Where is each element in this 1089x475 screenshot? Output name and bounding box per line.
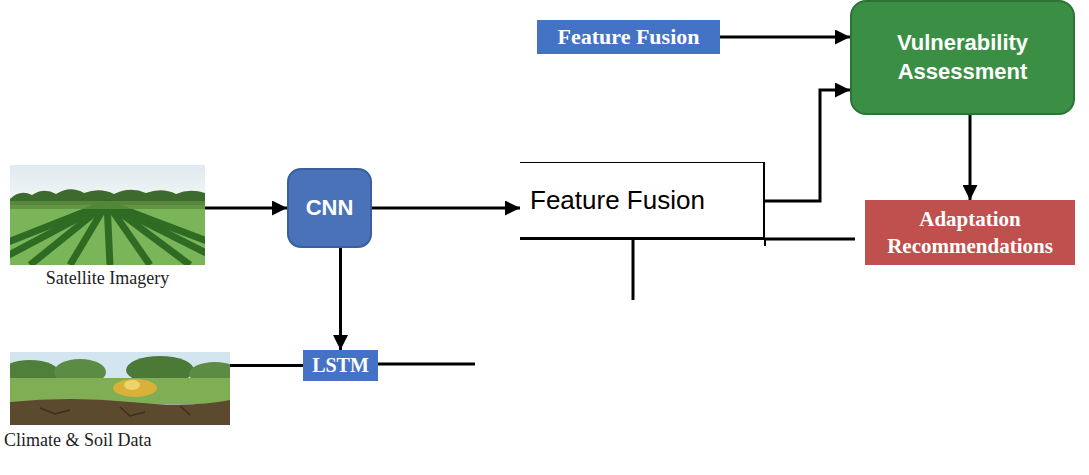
field-illustration: [10, 165, 205, 265]
node-label: LSTM: [312, 354, 369, 377]
fusion-band: Feature Fusion: [520, 162, 765, 240]
crop-patch: [124, 380, 140, 390]
arrow-connector: [205, 207, 287, 210]
tree-line: [10, 189, 205, 209]
image-node: Satellite Imagery: [10, 165, 205, 265]
node-label: Feature Fusion: [558, 24, 700, 50]
image-node: Climate & Soil Data: [10, 352, 230, 425]
field-horizon: [10, 201, 205, 209]
connector-line: [230, 364, 303, 367]
arrow-connector: [765, 90, 850, 201]
output-box: Adaptation Recommendations: [865, 200, 1075, 265]
fusion-tick: [764, 239, 766, 246]
arrow-connector: [372, 207, 520, 210]
node-label: Feature Fusion: [530, 185, 705, 216]
soil-cracks: [40, 406, 190, 416]
image-caption: Satellite Imagery: [46, 268, 169, 289]
arrow-connector: [720, 36, 850, 39]
process-label: Feature Fusion: [537, 20, 720, 54]
arrow-connector: [339, 248, 342, 350]
field-scene: [10, 165, 205, 265]
node-label: CNN: [306, 195, 354, 221]
soil-illustration: [10, 352, 230, 425]
soil-scene: [10, 352, 230, 425]
crop-rows: [10, 203, 205, 265]
fusion-stub-line: [632, 239, 635, 300]
assessment-box: Vulnerability Assessment: [850, 0, 1075, 115]
soil: [10, 399, 230, 425]
image-caption: Climate & Soil Data: [4, 430, 151, 451]
crop-patch: [113, 379, 157, 397]
arrow-connector: [969, 115, 972, 200]
node-label: Adaptation Recommendations: [873, 206, 1068, 259]
process-box: CNN: [287, 168, 372, 248]
lstm-tail-line: [378, 363, 475, 366]
process-label: LSTM: [303, 350, 378, 381]
node-label: Vulnerability Assessment: [880, 29, 1045, 86]
fusion-underline: [765, 238, 855, 241]
